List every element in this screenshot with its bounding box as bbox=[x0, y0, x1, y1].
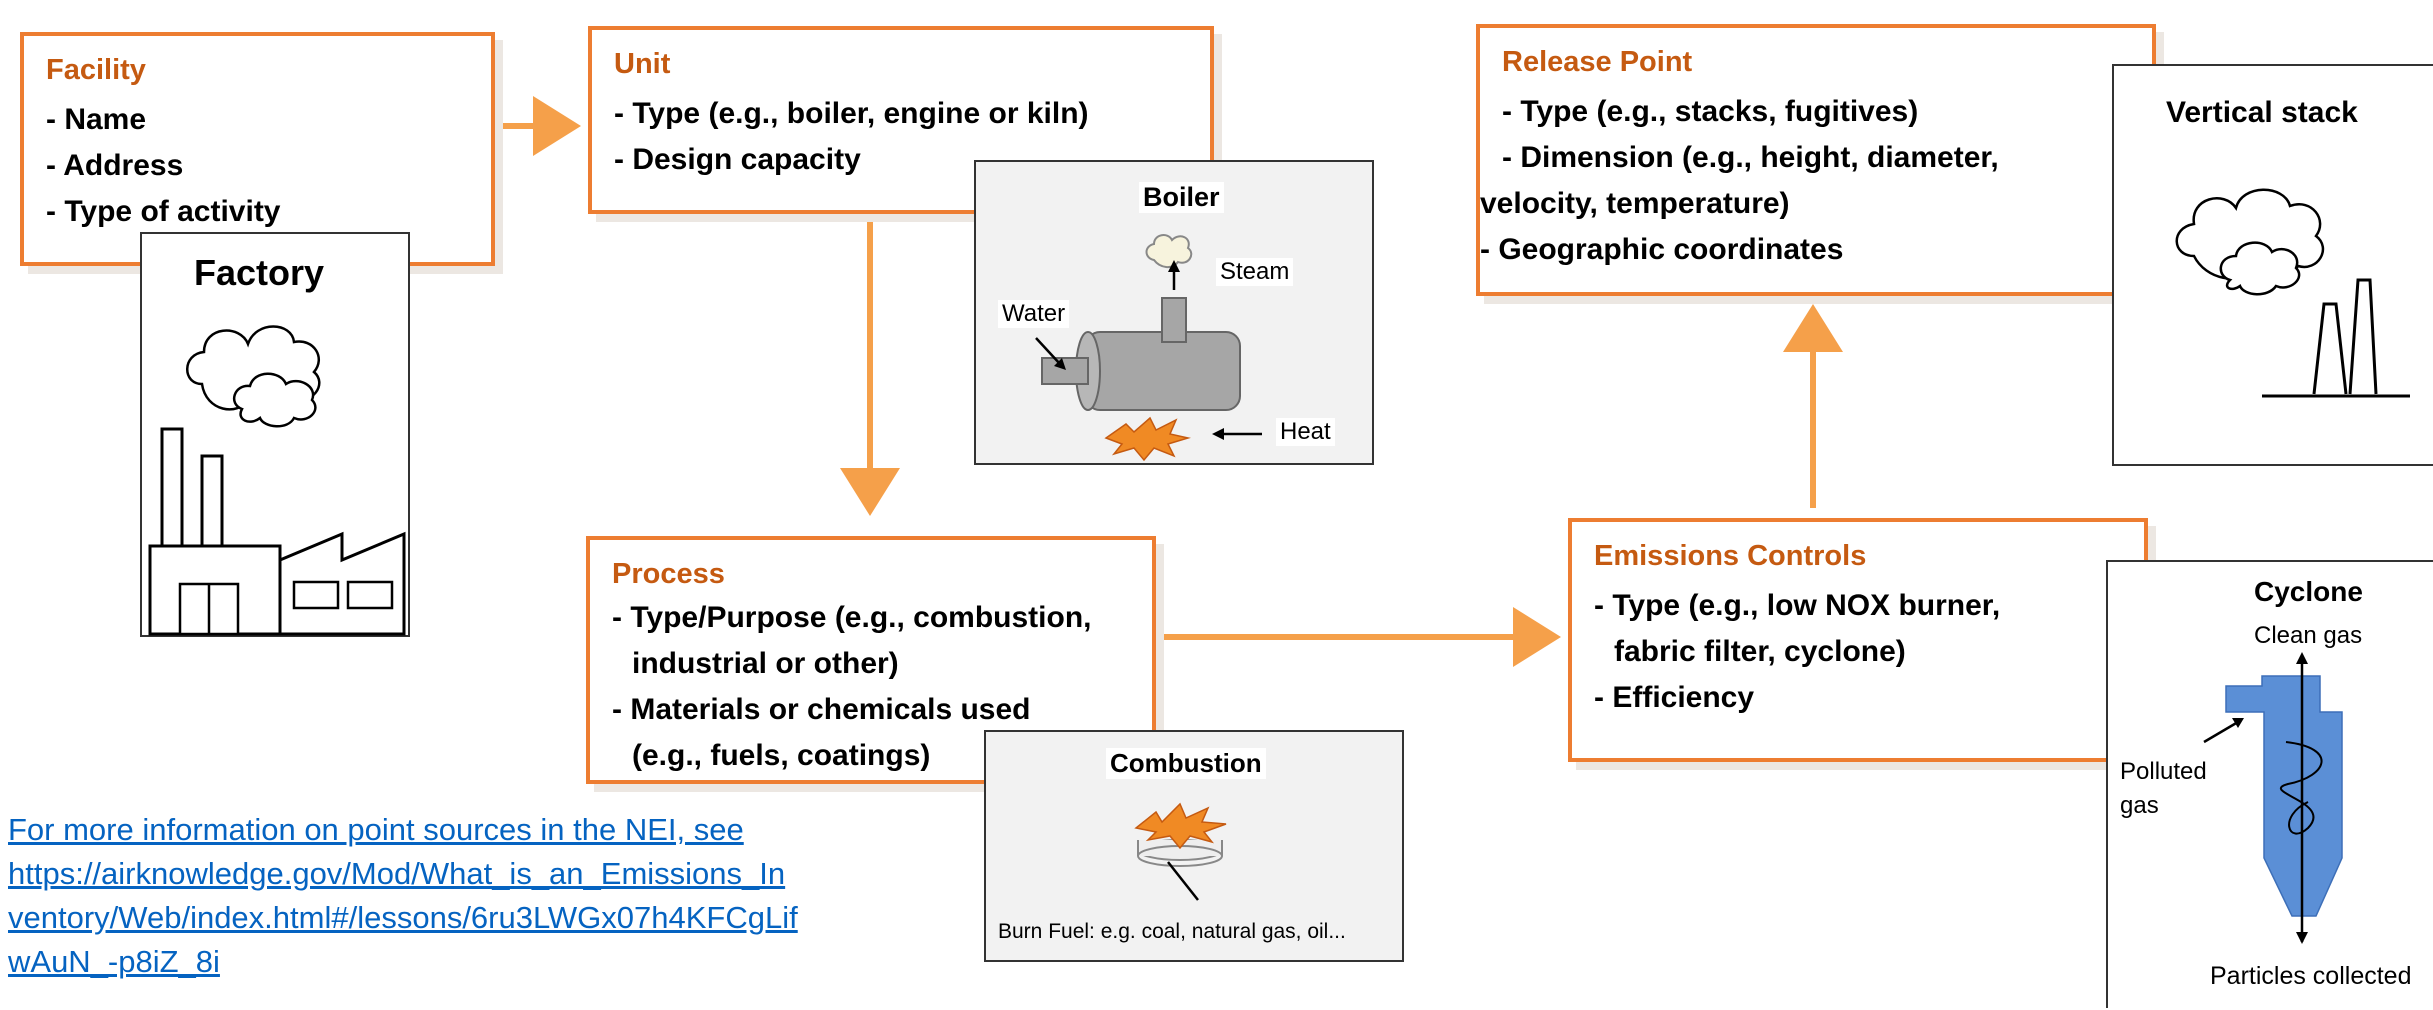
emissions-controls-title: Emissions Controls bbox=[1594, 540, 1867, 572]
unit-line: - Type (e.g., boiler, engine or kiln) bbox=[614, 97, 1089, 130]
combustion-caption: Burn Fuel: e.g. coal, natural gas, oil..… bbox=[998, 920, 1346, 943]
unit-title: Unit bbox=[614, 48, 671, 80]
factory-illustration: Factory bbox=[140, 232, 410, 637]
vertical-stack-illustration: Vertical stack bbox=[2112, 64, 2433, 466]
cyclone-icon bbox=[2203, 652, 2343, 944]
release-point-line: - Geographic coordinates bbox=[1480, 233, 1844, 266]
facility-title: Facility bbox=[46, 54, 146, 86]
link-line[interactable]: https://airknowledge.gov/Mod/What_is_an_… bbox=[8, 856, 786, 891]
facility-line: - Type of activity bbox=[46, 195, 281, 228]
link-line[interactable]: For more information on point sources in… bbox=[8, 812, 744, 847]
boiler-icon bbox=[1035, 234, 1262, 462]
facility-box: Facility - Name - Address - Type of acti… bbox=[20, 32, 495, 266]
combustion-illustration: Combustion Burn Fuel: e.g. coal, natural… bbox=[984, 730, 1404, 962]
polluted-gas-label-line2: gas bbox=[2120, 792, 2159, 819]
link-line[interactable]: ventory/Web/index.html#/lessons/6ru3LWGx… bbox=[8, 900, 798, 935]
factory-icon bbox=[148, 325, 406, 636]
release-point-line: - Type (e.g., stacks, fugitives) bbox=[1502, 95, 1919, 128]
process-title: Process bbox=[612, 558, 725, 590]
unit-line: - Design capacity bbox=[614, 143, 861, 176]
cyclone-label: Cyclone bbox=[2254, 576, 2363, 607]
process-line: - Type/Purpose (e.g., combustion, bbox=[612, 601, 1092, 634]
steam-label: Steam bbox=[1216, 258, 1294, 286]
cyclone-illustration: Cyclone Clean gas Polluted gas Particles… bbox=[2106, 560, 2433, 1008]
combustion-label: Combustion bbox=[1106, 748, 1266, 779]
unit-box: Unit - Type (e.g., boiler, engine or kil… bbox=[588, 26, 1214, 214]
combustion-icon bbox=[1134, 802, 1227, 901]
polluted-gas-label-line1: Polluted bbox=[2120, 758, 2207, 785]
release-point-line: velocity, temperature) bbox=[1480, 187, 1790, 220]
release-point-box: Release Point - Type (e.g., stacks, fugi… bbox=[1476, 24, 2156, 296]
emissions-controls-line: - Efficiency bbox=[1594, 681, 1755, 714]
process-line: - Materials or chemicals used bbox=[612, 693, 1031, 726]
process-line: industrial or other) bbox=[632, 647, 899, 680]
factory-label: Factory bbox=[194, 252, 325, 293]
clean-gas-label: Clean gas bbox=[2254, 622, 2363, 649]
emissions-controls-line: fabric filter, cyclone) bbox=[1614, 635, 1906, 668]
heat-label: Heat bbox=[1276, 418, 1335, 446]
water-label: Water bbox=[998, 300, 1070, 328]
stack-icon bbox=[2175, 188, 2410, 398]
boiler-illustration: Boiler Steam Water Heat bbox=[974, 160, 1374, 465]
vertical-stack-label: Vertical stack bbox=[2166, 96, 2358, 129]
boiler-label: Boiler bbox=[1139, 182, 1224, 213]
facility-line: - Address bbox=[46, 149, 184, 182]
more-info-link[interactable]: For more information on point sources in… bbox=[8, 808, 908, 984]
facility-line: - Name bbox=[46, 103, 147, 136]
release-point-line: - Dimension (e.g., height, diameter, bbox=[1502, 141, 1999, 174]
emissions-controls-box: Emissions Controls - Type (e.g., low NOX… bbox=[1568, 518, 2148, 762]
link-line[interactable]: wAuN_-p8iZ_8i bbox=[8, 944, 220, 979]
particles-collected-label: Particles collected bbox=[2210, 962, 2412, 990]
process-line: (e.g., fuels, coatings) bbox=[632, 739, 931, 772]
release-point-title: Release Point bbox=[1502, 46, 1693, 78]
emissions-controls-line: - Type (e.g., low NOX burner, bbox=[1594, 589, 2001, 622]
